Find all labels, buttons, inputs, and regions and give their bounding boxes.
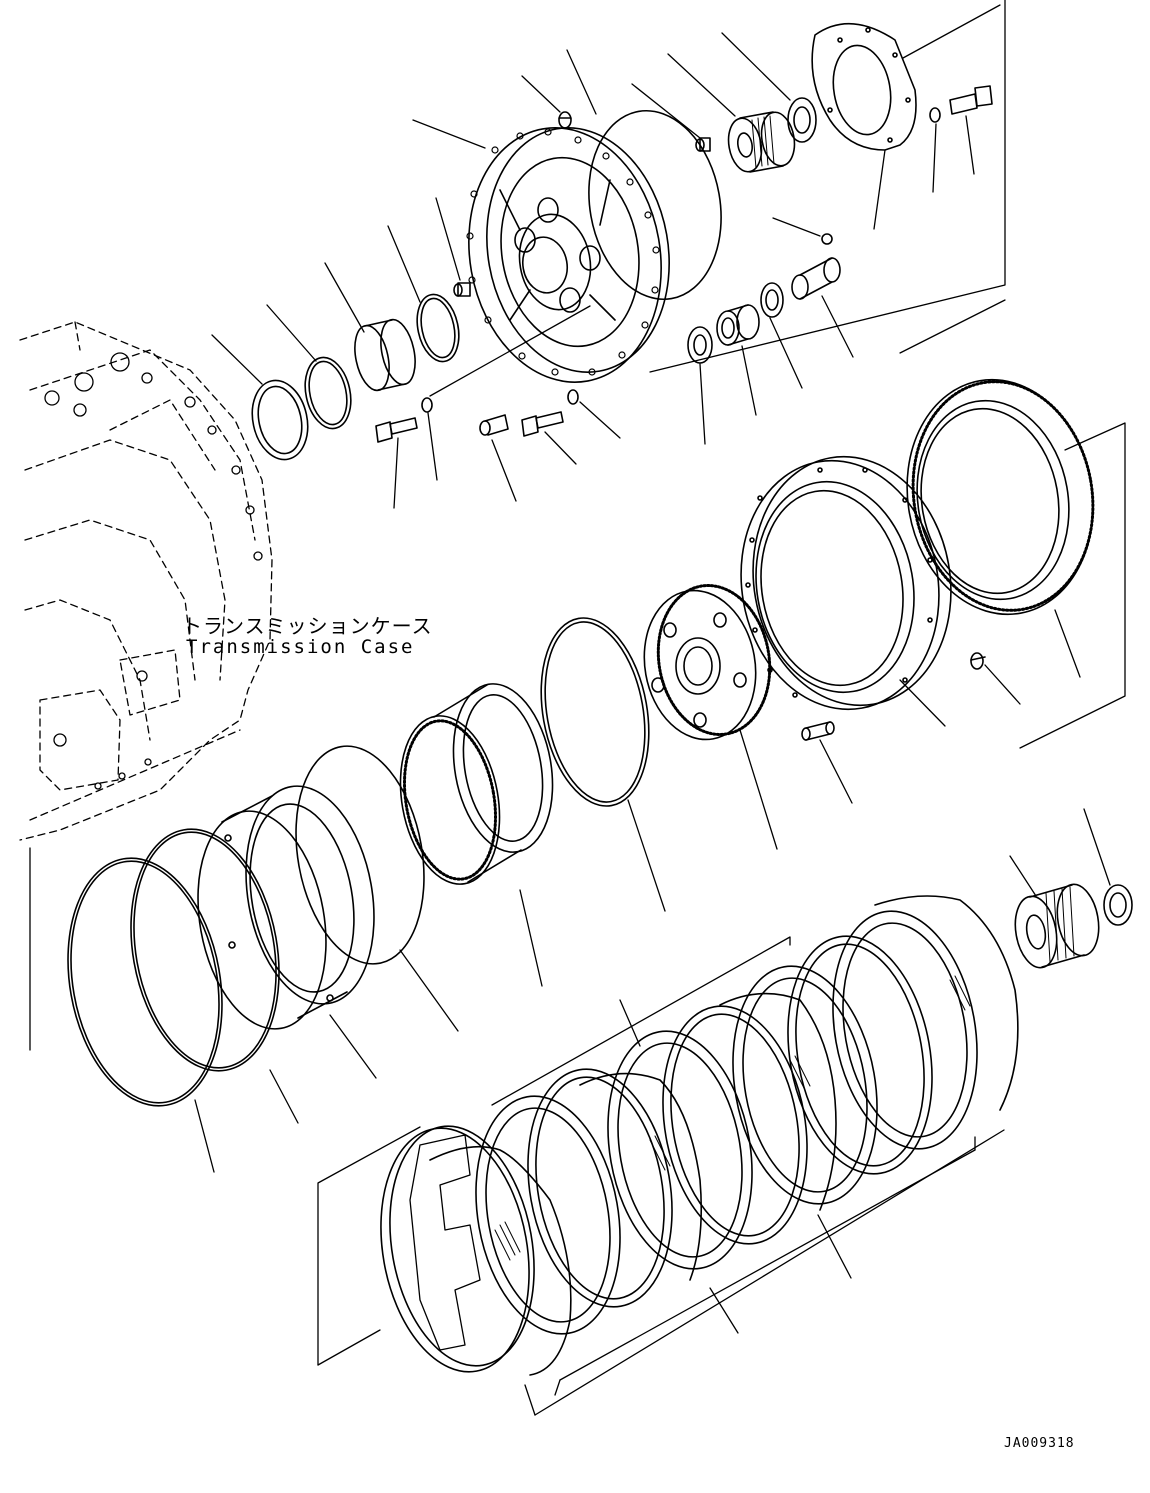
washer-left (421, 397, 433, 413)
thrust-washer-low-right (1103, 884, 1133, 926)
snap-ring-mid (540, 617, 650, 807)
wave-spring-4 (874, 895, 1019, 1111)
sleeve (354, 318, 416, 392)
pin-small (453, 282, 471, 297)
housing-bolt-holes (466, 128, 660, 376)
transmission-case-label-jp: トランスミッションケース (182, 614, 433, 638)
snap-ring-1 (251, 379, 309, 461)
clutch-plate-1 (475, 1095, 621, 1335)
plug-top (558, 111, 572, 129)
thrust-washer-low (687, 326, 713, 364)
shaft (791, 257, 841, 300)
o-ring-low (67, 857, 223, 1107)
internal-gear (399, 683, 554, 885)
leader-lines-middle (194, 609, 1081, 1173)
pin-top (695, 137, 711, 152)
wave-spring-1 (429, 1145, 572, 1376)
top-group-bracket (649, 0, 1006, 373)
clutch-plate-2 (607, 1030, 753, 1270)
middle-group-bracket (29, 422, 1126, 1051)
seal-ring-low (130, 828, 280, 1072)
thrust-washer-top (787, 97, 817, 143)
cover-plate (811, 22, 917, 151)
piston (197, 785, 375, 1030)
dowel (479, 414, 509, 436)
washer-mid (567, 389, 579, 405)
clutch-disc-2 (527, 1068, 673, 1308)
clutch-disc-1 (380, 1125, 535, 1373)
needle-bearing (716, 304, 760, 346)
case-bolt-holes (44, 352, 263, 790)
roller-bearing-top (727, 111, 796, 173)
leader-lines-top (211, 4, 1001, 509)
bolt-top (949, 85, 993, 115)
ring-gear (906, 378, 1095, 616)
transmission-case-outline (19, 321, 273, 841)
housing-ring (740, 455, 952, 711)
carrier-gear (643, 584, 772, 741)
clutch-plate-4 (832, 910, 978, 1150)
drawing-code: JA009318 (1004, 1436, 1075, 1451)
ball (821, 233, 833, 245)
leader-lines-lower (524, 808, 1111, 1416)
seal-ring-2 (304, 356, 352, 430)
clutch-plate-3 (732, 965, 878, 1205)
seal-ring-3 (416, 293, 460, 363)
bolt-left (375, 417, 418, 443)
washer-top (929, 107, 941, 123)
transmission-case-label-en: Transmission Case (186, 636, 415, 658)
seal-ring-mid (295, 745, 425, 965)
pin-mid (801, 721, 835, 741)
clutch-disc-4 (787, 935, 933, 1175)
plug-mid (970, 652, 986, 670)
thrust-washer-mid (760, 282, 784, 318)
bolt-mid (521, 411, 564, 437)
o-ring-top (588, 109, 722, 301)
carrier-housing (468, 127, 670, 383)
sun-gear (1014, 883, 1100, 969)
clutch-pack-bracket (317, 936, 1005, 1416)
wave-spring-2 (579, 1072, 703, 1281)
